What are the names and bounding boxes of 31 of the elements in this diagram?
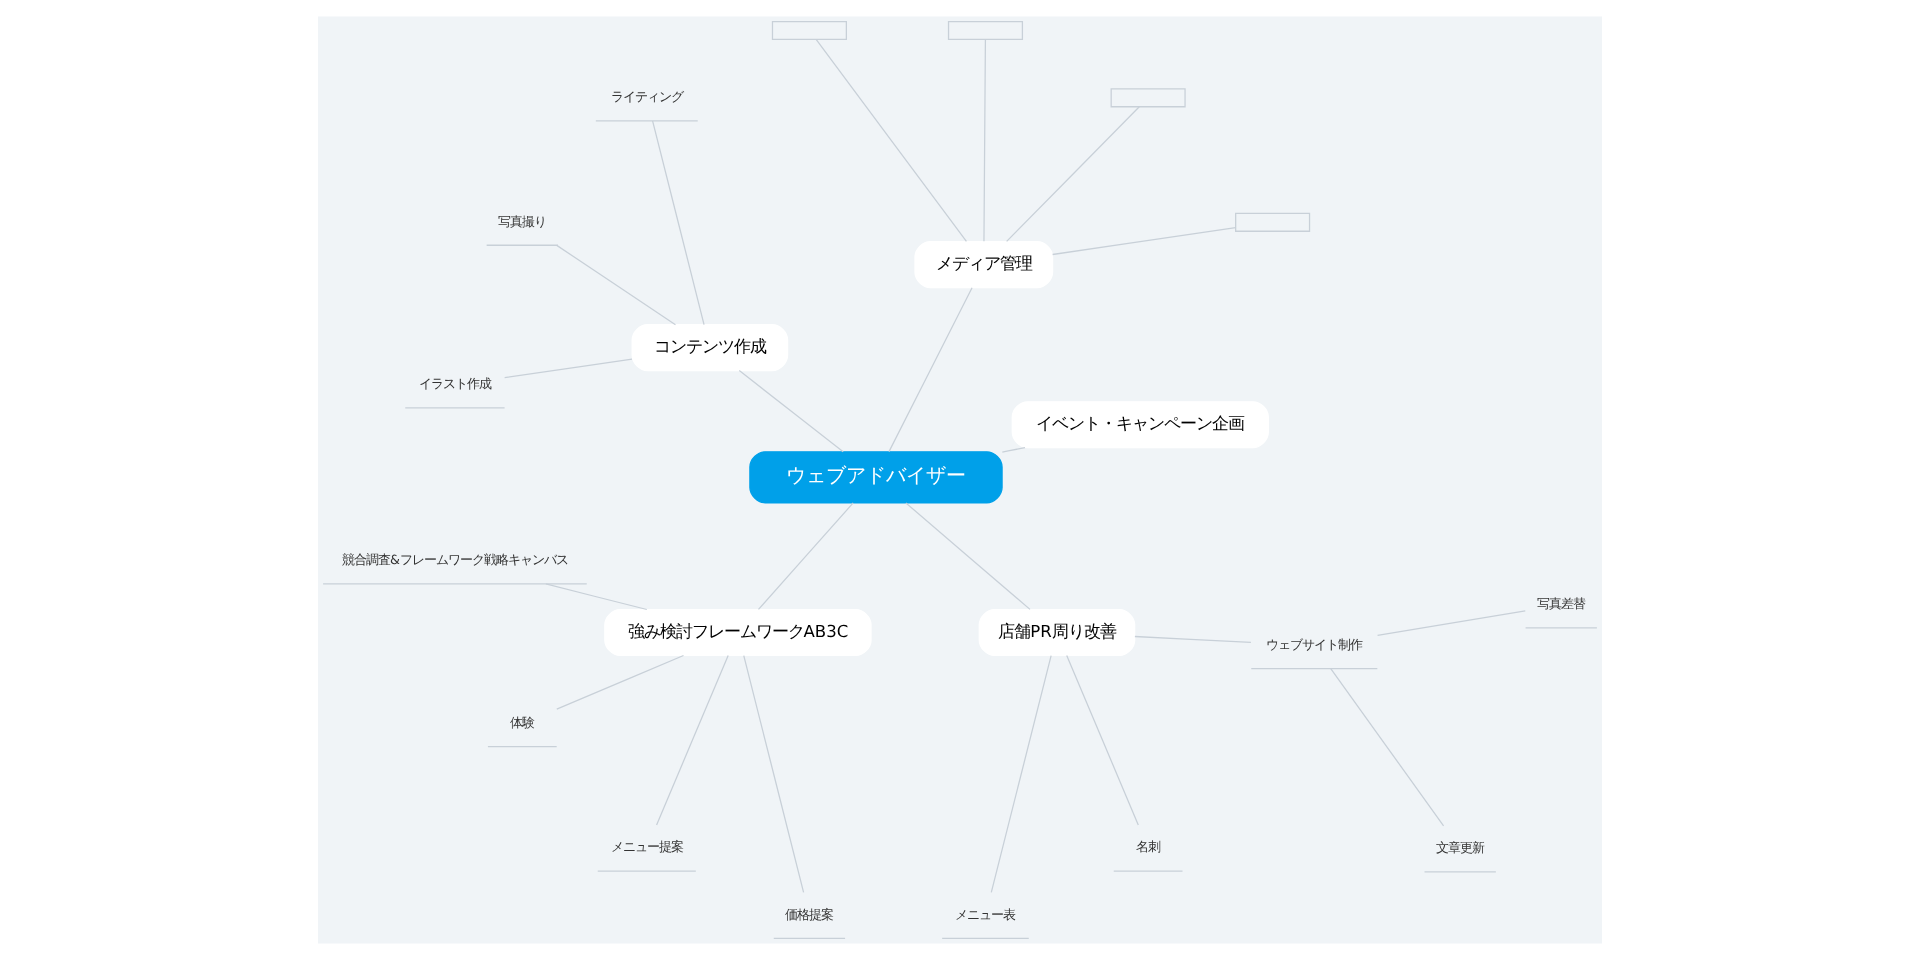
connector	[1330, 667, 1445, 827]
connector	[556, 244, 677, 326]
connector	[743, 655, 805, 894]
node-box: 店舗PR周り改善	[978, 608, 1136, 657]
connector	[1001, 447, 1026, 453]
connector	[1006, 106, 1140, 242]
connector	[905, 502, 1031, 611]
node-box: メディア管理	[914, 241, 1054, 289]
node-box	[1110, 88, 1186, 108]
node-box	[771, 20, 847, 40]
node-box: ウェブアドバイザー	[749, 451, 1003, 504]
connector	[815, 39, 968, 242]
connector	[545, 583, 648, 611]
node-box	[947, 20, 1024, 40]
connector	[556, 654, 685, 710]
connector	[1376, 610, 1526, 636]
connector	[1066, 654, 1139, 826]
connector	[504, 358, 633, 379]
node-box: 強み検討フレームワークAB3C	[604, 608, 872, 657]
connector	[990, 655, 1052, 894]
node-box: コンテンツ作成	[631, 324, 789, 372]
connector	[888, 287, 973, 453]
connector	[1051, 227, 1237, 256]
node-box	[1235, 212, 1311, 232]
connector	[983, 39, 987, 242]
connector	[1134, 635, 1252, 644]
connector	[738, 369, 844, 453]
connector	[757, 502, 854, 611]
node-box: イベント・キャンペーン企画	[1011, 401, 1269, 449]
connector	[651, 120, 705, 326]
connector	[655, 654, 729, 826]
